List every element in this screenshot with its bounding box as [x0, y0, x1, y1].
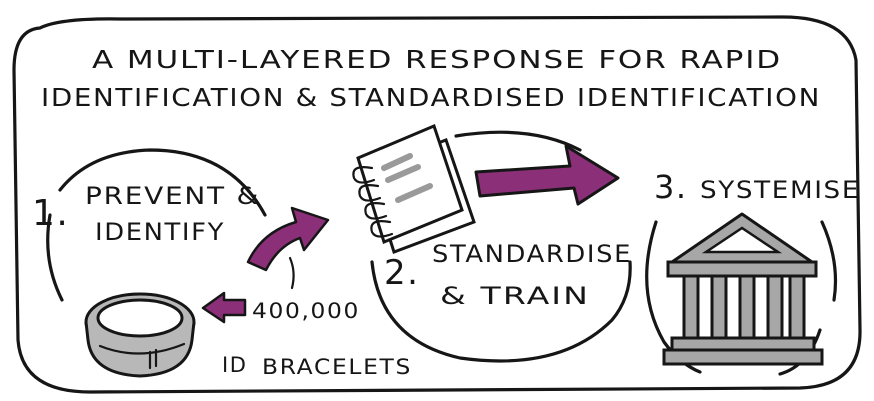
bracelet-icon — [84, 292, 196, 378]
step-3-number: 3. — [654, 168, 688, 206]
step-2-line-2: & TRAIN — [440, 282, 590, 310]
government-building-icon — [662, 212, 824, 366]
step-2-line-1: STANDARDISE — [432, 240, 632, 268]
connector-line — [288, 256, 295, 290]
big-arrow-icon — [474, 144, 620, 206]
step-1-line-2: IDENTIFY — [95, 218, 225, 246]
step-2-arc — [454, 130, 582, 152]
curved-arrow-icon — [246, 206, 330, 272]
step-2-number: 2. — [384, 253, 419, 293]
step-1-arc-left — [46, 213, 64, 302]
step-3-line-1: SYSTEMISE — [700, 176, 860, 204]
bracelet-label: BRACELETS — [262, 355, 412, 379]
title-line-2: IDENTIFICATION & STANDARDISED IDENTIFICA… — [41, 83, 821, 112]
outer-frame — [12, 15, 862, 394]
bracelet-arrow-icon — [201, 291, 247, 324]
step-1-arc — [58, 148, 267, 217]
step-3-arc-right — [820, 220, 838, 302]
title-line-1: A MULTI-LAYERED RESPONSE FOR RAPID — [92, 45, 782, 74]
bracelet-count: 400,000 — [252, 299, 360, 323]
notebook-icon — [352, 123, 476, 254]
step-2-loop — [370, 260, 632, 363]
step-1-line-1: PREVENT & — [85, 182, 260, 210]
step-1-number: 1. — [32, 193, 69, 234]
bracelet-prefix: ID — [222, 353, 247, 377]
